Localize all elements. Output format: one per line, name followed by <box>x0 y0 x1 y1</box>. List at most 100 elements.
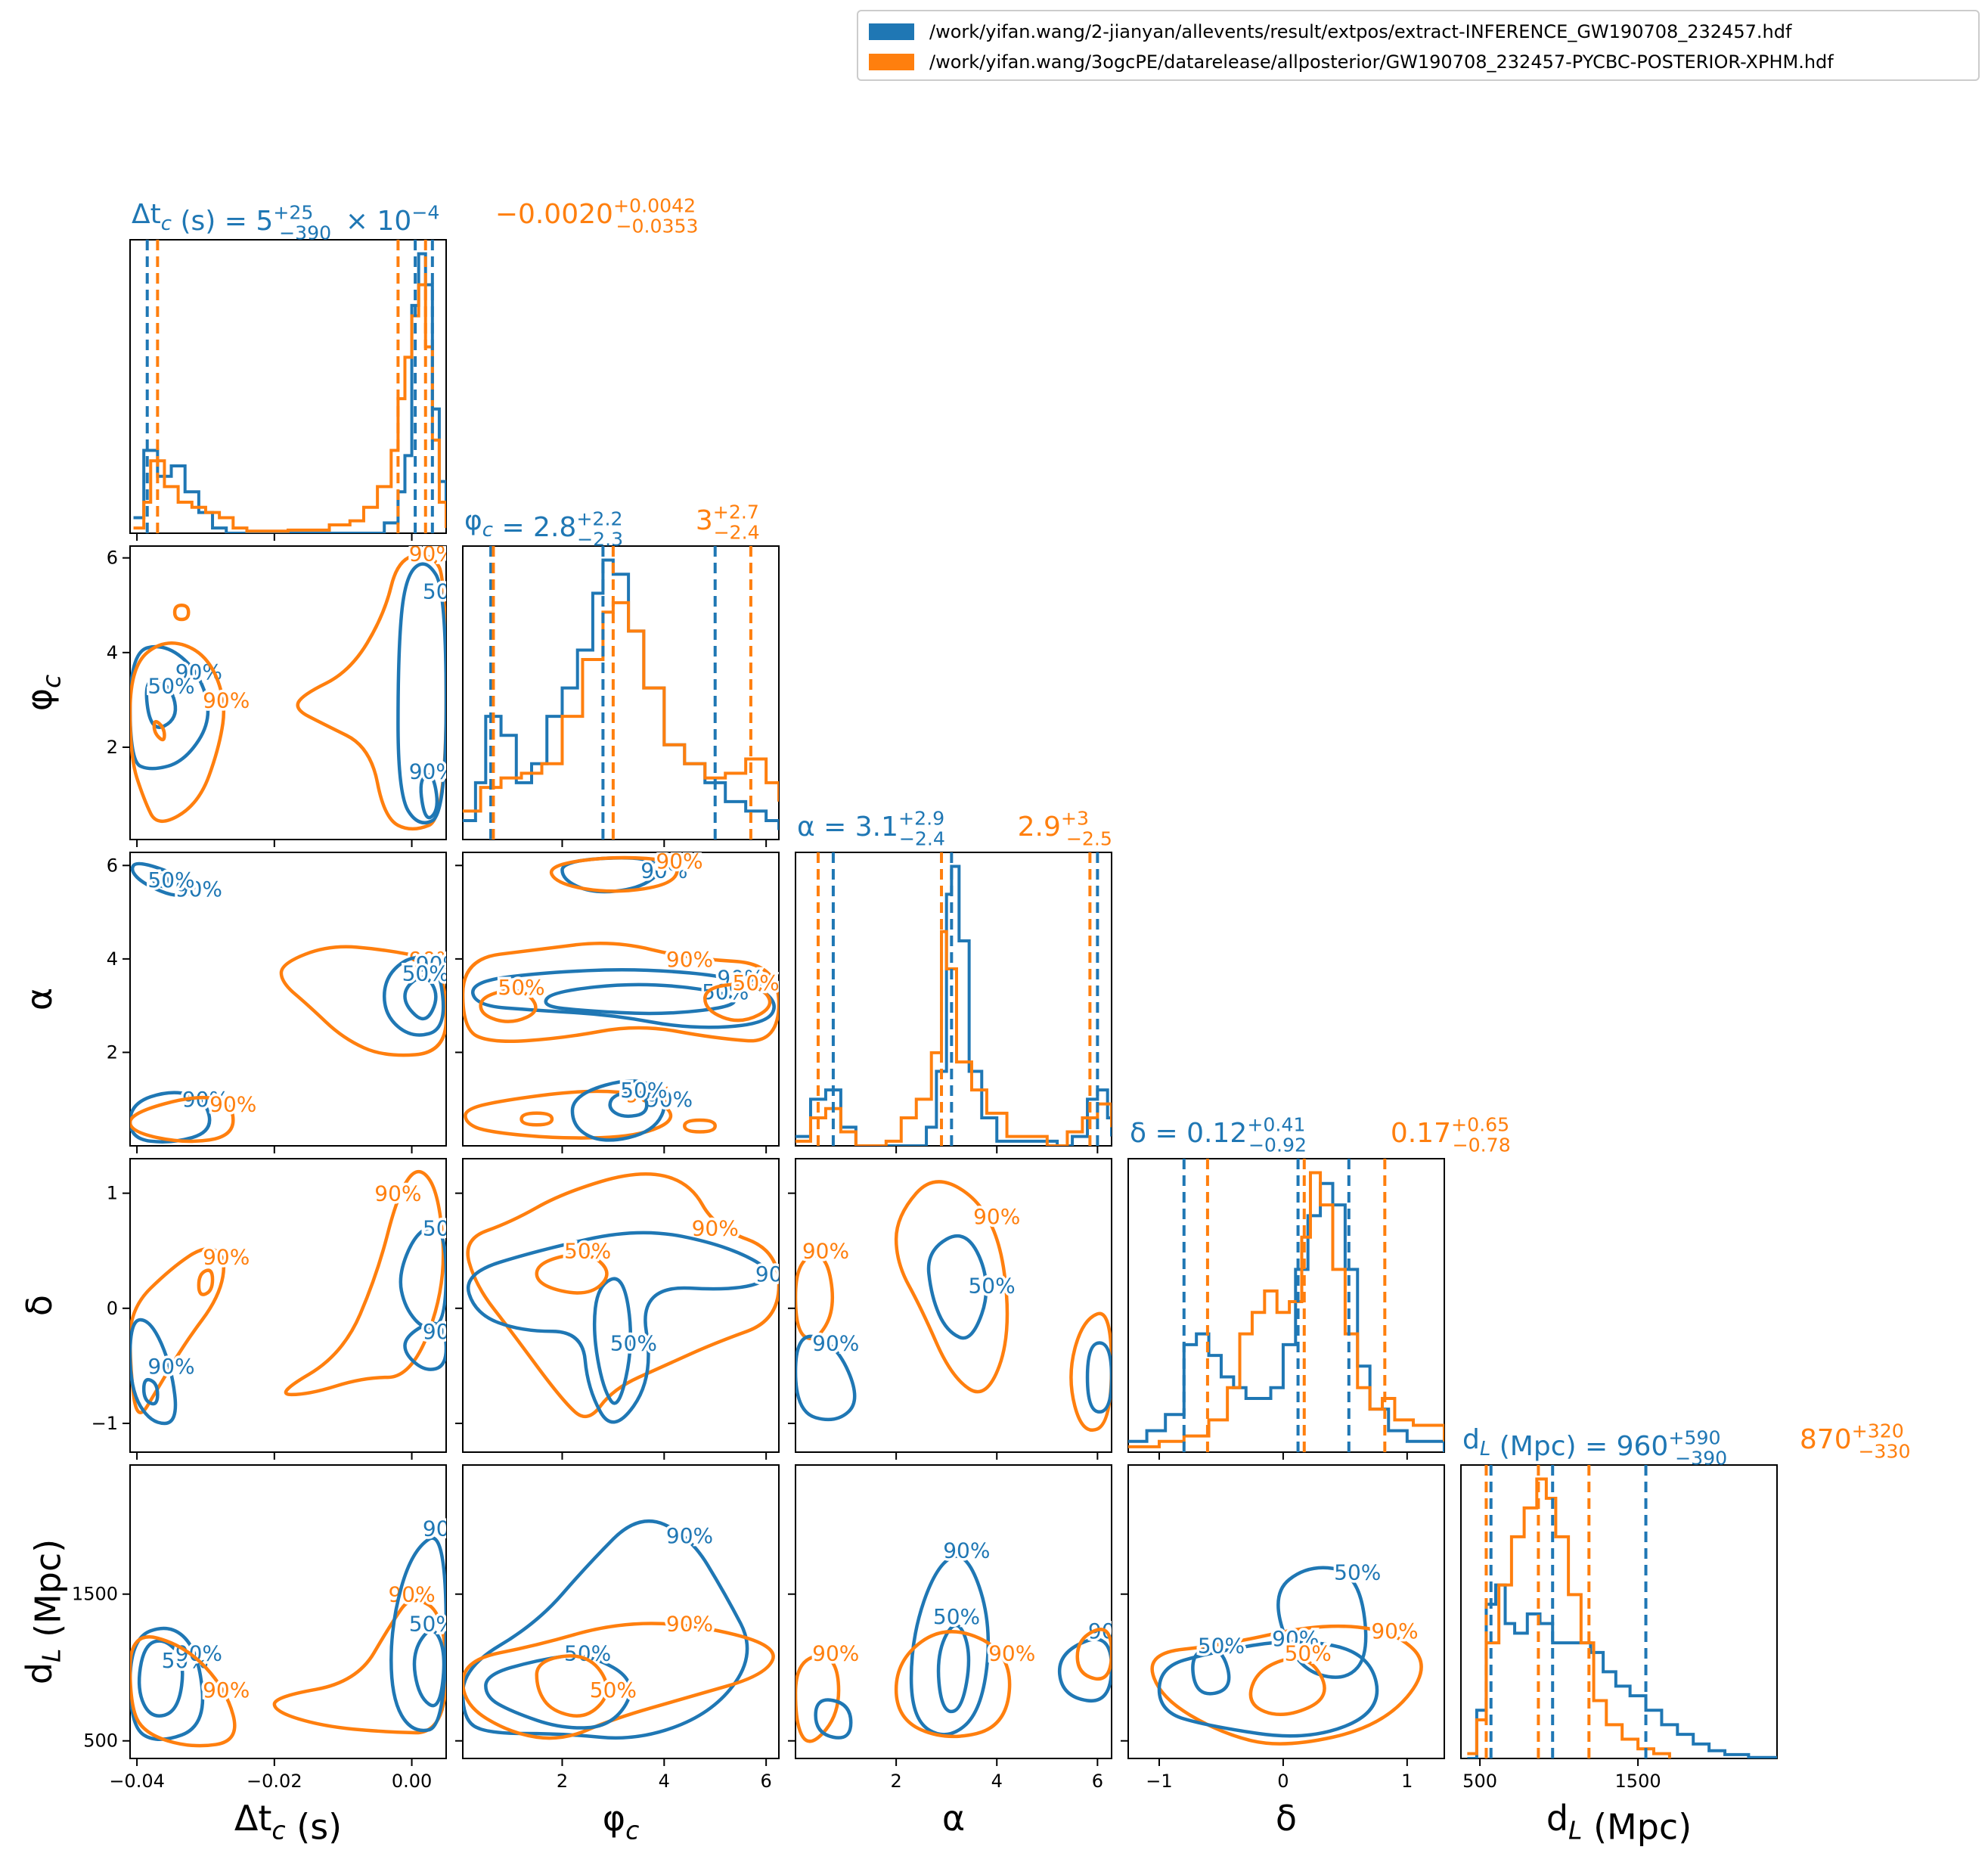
histogram-blue-phi <box>463 558 779 830</box>
panel-frame <box>129 1158 447 1453</box>
contour-orange-2-0: 90% <box>130 1089 259 1144</box>
contour-line <box>1150 1624 1423 1746</box>
contour-orange-2-1: 50% <box>479 972 547 1023</box>
contour-line <box>144 678 178 729</box>
legend-label-orange: /work/yifan.wang/3ogcPE/datarelease/allp… <box>929 51 1834 73</box>
panel-content <box>1128 1159 1444 1452</box>
contour-line <box>130 1626 205 1742</box>
contour-line <box>399 1226 446 1330</box>
y-tick-label: 1 <box>107 1183 118 1204</box>
contour-line <box>796 1253 835 1340</box>
contour-orange-3-2: 90% <box>796 1236 852 1340</box>
contour-label: 90% <box>374 1181 421 1206</box>
y-tick-label: 500 <box>83 1730 118 1752</box>
contour-label: 90% <box>209 1091 256 1116</box>
contour-line <box>814 1698 853 1740</box>
contour-blue-3-0: 50% <box>399 1213 470 1330</box>
contour-label: 90% <box>943 1538 990 1563</box>
y-axis-label-phi: φc <box>19 675 67 712</box>
contour-orange-2-1: 90% <box>463 942 779 1044</box>
contour-orange-4-0: 90% <box>272 1579 446 1735</box>
contour-line <box>463 1519 749 1740</box>
x-tick-label: 6 <box>761 1771 772 1792</box>
contour-line <box>419 773 439 820</box>
contour-label: 50% <box>1285 1640 1332 1665</box>
contour-blue-3-2 <box>1085 1341 1112 1414</box>
contour-blue-3-0: 90% <box>130 1318 197 1426</box>
panel-frame <box>795 1464 1112 1759</box>
contour-line <box>608 1090 649 1119</box>
contour-line <box>926 1234 988 1340</box>
contour-label: 90% <box>666 947 713 972</box>
contour-orange-2-1 <box>519 1111 554 1127</box>
contour-line <box>130 644 210 771</box>
contour-label: 90% <box>416 951 463 976</box>
contour-label: 90% <box>812 1330 859 1355</box>
contour-orange-1-0: 90% <box>130 641 253 823</box>
contour-line <box>471 968 776 1029</box>
contour-blue-3-0 <box>141 1377 160 1406</box>
contour-blue-4-1: 90% <box>463 1519 749 1740</box>
contour-label: 90% <box>755 1262 802 1287</box>
panel-dec-ra <box>788 1158 1112 1460</box>
panel-dec-tc: −101 <box>91 1158 447 1460</box>
contour-line <box>570 1079 666 1142</box>
contour-line <box>149 871 171 889</box>
panel-content <box>133 240 446 533</box>
contour-line <box>479 989 538 1023</box>
contour-label: 90% <box>203 1244 250 1269</box>
contour-line <box>702 982 772 1023</box>
contour-label: 50% <box>1334 1560 1381 1585</box>
contour-line <box>172 603 191 622</box>
contour-line <box>467 1231 770 1424</box>
x-axis-label-tc: Δtc (s) <box>234 1798 342 1848</box>
histogram-orange-phi <box>463 601 779 813</box>
x-tick-label: −0.02 <box>247 1771 302 1792</box>
contour-line <box>519 1111 554 1127</box>
y-axis-label-ra: α <box>19 988 60 1010</box>
histogram-blue-ra <box>796 864 1112 1146</box>
panel-dec-dec: δ = 0.12+0.41−0.92 0.17+0.65−0.78 <box>1127 1114 1511 1460</box>
contour-orange-2-1 <box>683 1118 717 1134</box>
title-orange-ra: 2.9+3−2.5 <box>1018 808 1118 850</box>
contour-blue-2-0: 50% <box>145 864 197 895</box>
contour-blue-4-3: 90% <box>1157 1623 1379 1738</box>
contour-line <box>1057 1637 1112 1703</box>
histogram-blue-tc <box>133 252 446 533</box>
contour-line <box>936 1623 971 1714</box>
panel-phi-phi: φc = 2.8+2.2−2.3 3+2.7−2.4 <box>462 501 780 847</box>
contour-orange-3-2: 90% <box>894 1180 1023 1394</box>
contour-line <box>272 1598 446 1735</box>
contour-label: 50% <box>147 868 194 892</box>
x-tick-label: 4 <box>991 1771 1003 1792</box>
contour-label: 90% <box>666 1523 713 1548</box>
contour-line <box>683 1118 717 1134</box>
contour-label: 50% <box>423 1215 470 1240</box>
contour-orange-4-1: 50% <box>535 1654 640 1718</box>
contour-orange-4-1: 90% <box>463 1609 775 1740</box>
contour-line <box>909 1554 991 1737</box>
contour-label: 90% <box>988 1640 1035 1665</box>
contour-line <box>130 641 226 823</box>
contour-label: 90% <box>1371 1619 1418 1643</box>
panel-frame <box>1127 1464 1445 1759</box>
contour-line <box>544 982 737 1016</box>
contour-label: 50% <box>933 1604 980 1629</box>
contour-label: 90% <box>147 1354 194 1379</box>
contour-label: 90% <box>656 849 702 874</box>
panel-ra-tc: 246 <box>107 852 447 1153</box>
y-tick-label: 0 <box>107 1298 118 1319</box>
contour-line <box>463 1622 775 1740</box>
contour-line <box>130 861 196 898</box>
contour-blue-2-0: 90% <box>130 861 225 905</box>
contour-line <box>396 562 446 824</box>
contour-line <box>382 955 445 1037</box>
contour-label: 90% <box>692 1215 739 1240</box>
contour-blue-4-0: 90% <box>389 1513 446 1733</box>
contour-blue-2-1: 90% <box>570 1079 696 1142</box>
x-axis-label-dec: δ <box>1276 1798 1297 1839</box>
contour-line <box>403 1321 446 1371</box>
legend-swatch-blue <box>869 23 914 40</box>
contour-orange-4-2: 90% <box>796 1638 862 1743</box>
